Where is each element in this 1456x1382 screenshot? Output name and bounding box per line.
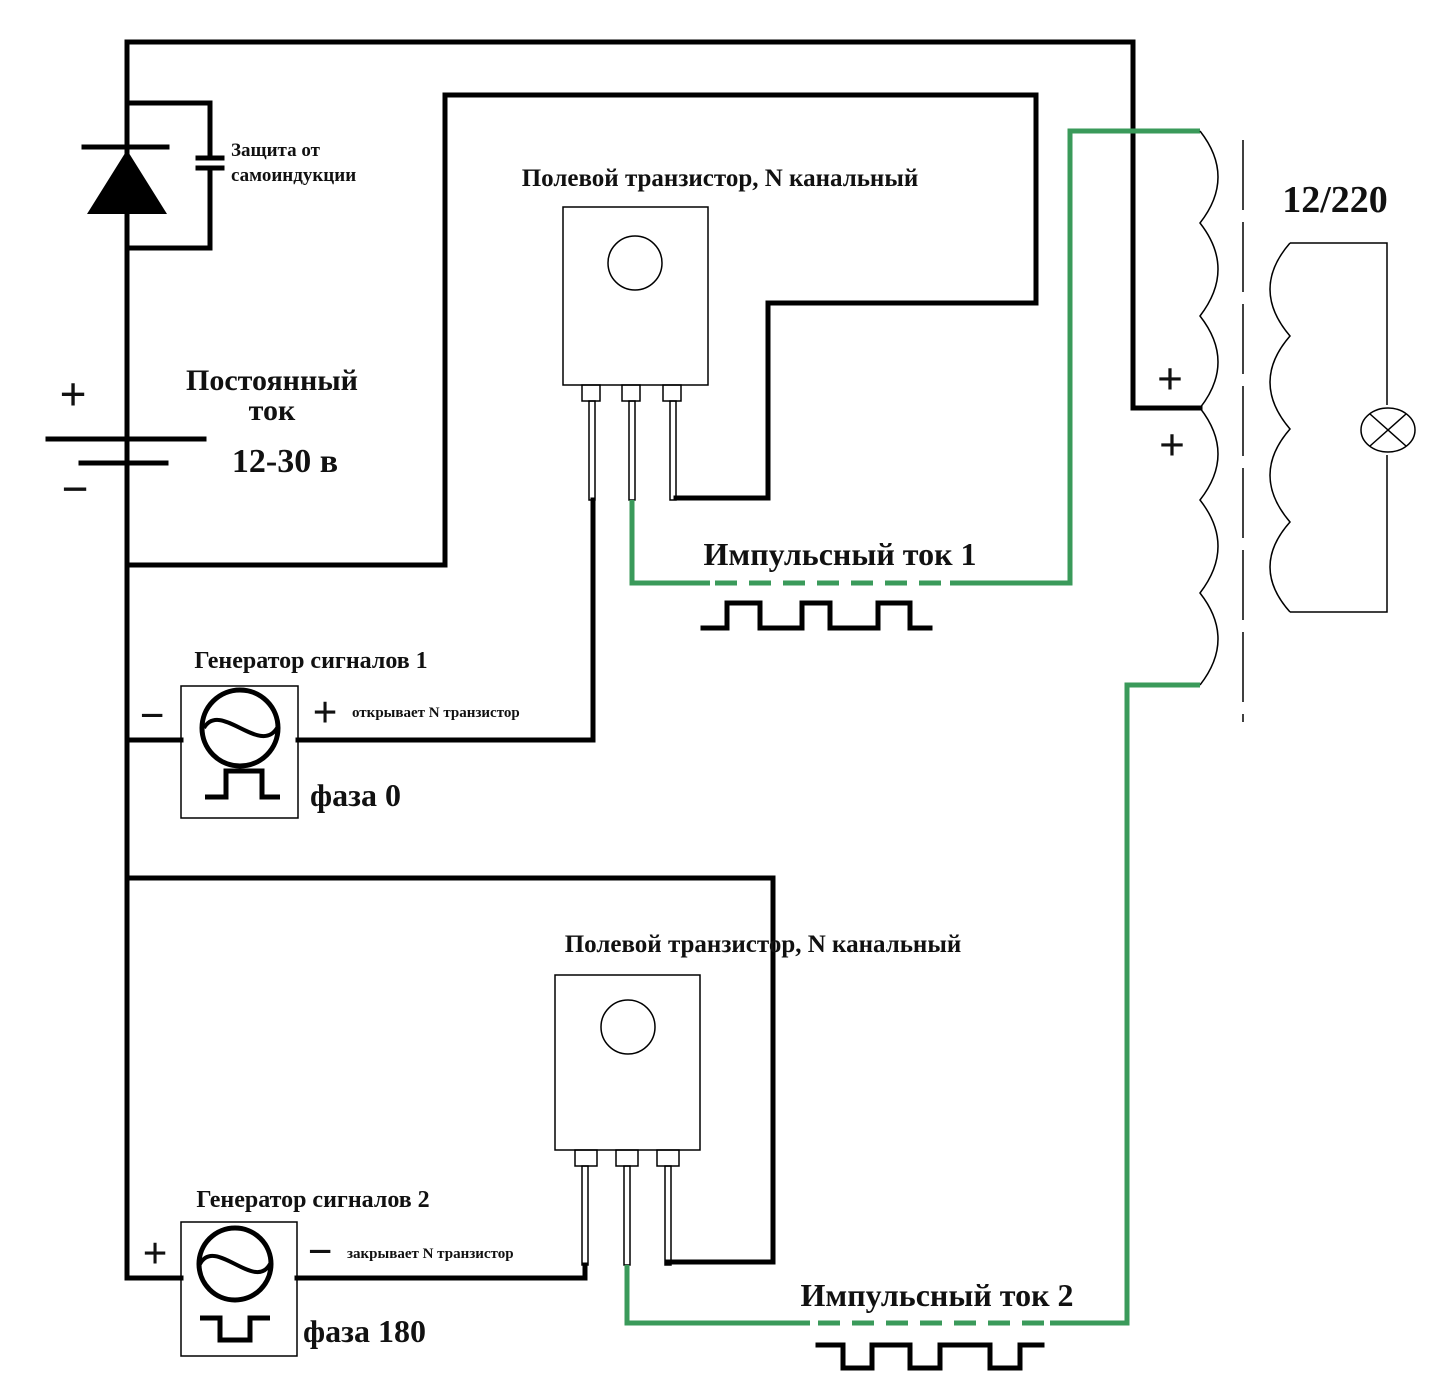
transformer-icon bbox=[1199, 130, 1388, 722]
generator-2-minus: − bbox=[307, 1227, 332, 1276]
dc-label-2: ток bbox=[249, 394, 296, 427]
square-wave-1-icon bbox=[700, 600, 933, 631]
transistor-top-icon bbox=[562, 206, 709, 501]
square-wave-2-icon bbox=[815, 1342, 1045, 1371]
generator-1-minus: − bbox=[139, 691, 164, 740]
battery-icon bbox=[45, 436, 207, 466]
capacitor-icon bbox=[124, 100, 225, 251]
generator-2-title: Генератор сигналов 2 bbox=[196, 1187, 429, 1213]
transistor-bottom-label: Полевой транзистор, N канальный bbox=[565, 931, 962, 958]
pulse-current-1-label: Импульсный ток 1 bbox=[704, 536, 977, 572]
generator-1-title: Генератор сигналов 1 bbox=[194, 648, 427, 674]
dc-label-1: Постоянный bbox=[186, 364, 358, 397]
protection-label-2: самоиндукции bbox=[231, 165, 356, 186]
generator-1-icon bbox=[180, 685, 299, 819]
generator-1-note: открывает N транзистор bbox=[352, 705, 520, 721]
pulse-wire-1 bbox=[629, 128, 1200, 586]
dc-voltage: 12-30 в bbox=[232, 443, 338, 480]
transistor-top-label: Полевой транзистор, N канальный bbox=[522, 165, 919, 192]
generator-2-note: закрывает N транзистор bbox=[347, 1246, 514, 1262]
pulse-wire-2 bbox=[624, 682, 1200, 1326]
tap-plus-2: + bbox=[1159, 419, 1185, 470]
generator-2-icon bbox=[180, 1221, 298, 1357]
generator-1-plus: + bbox=[312, 688, 337, 737]
battery-plus: + bbox=[59, 368, 86, 421]
pulse-current-2-label: Импульсный ток 2 bbox=[801, 1277, 1074, 1313]
transistor-bottom-icon bbox=[554, 974, 701, 1266]
lamp-icon bbox=[1360, 407, 1416, 453]
battery-minus: − bbox=[61, 463, 88, 516]
generator-2-plus: + bbox=[142, 1229, 167, 1278]
dc-wiring bbox=[124, 39, 1203, 1281]
generator-1-phase: фаза 0 bbox=[310, 777, 401, 813]
transformer-ratio: 12/220 bbox=[1282, 179, 1388, 221]
diode-icon bbox=[81, 144, 170, 214]
generator-2-phase: фаза 180 bbox=[303, 1313, 426, 1349]
protection-label-1: Защита от bbox=[231, 140, 321, 161]
tap-plus-1: + bbox=[1157, 353, 1183, 404]
